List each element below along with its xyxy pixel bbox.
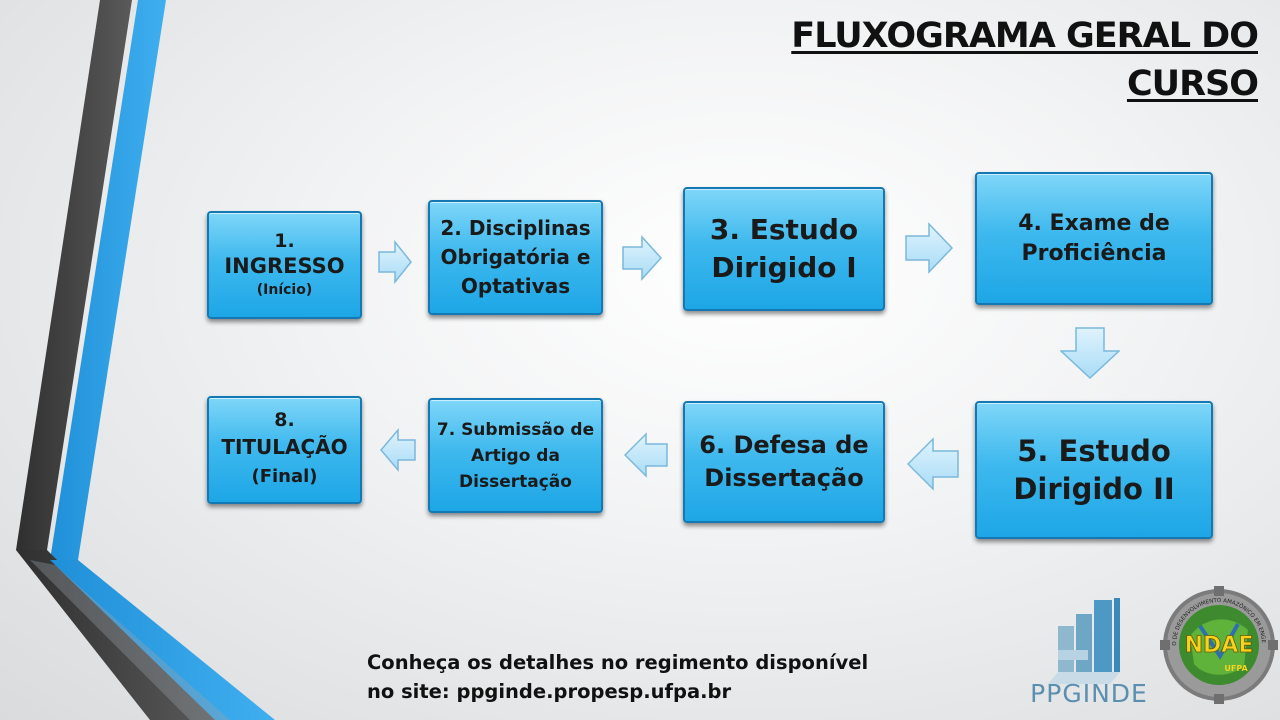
step-8-name: TITULAÇÃO (221, 435, 348, 459)
footer-note: Conheça os detalhes no regimento disponí… (367, 648, 927, 706)
footer-line-1: Conheça os detalhes no regimento disponí… (367, 651, 869, 674)
step-1-ingresso: 1. INGRESSO (Início) (207, 211, 362, 319)
arrow-right-icon (378, 240, 412, 284)
step-4-line-1: 4. Exame de (1018, 210, 1170, 236)
step-5-estudo-dirigido-ii: 5. Estudo Dirigido II (975, 401, 1213, 539)
ppginde-logo-text: PPGINDE (1030, 679, 1148, 706)
step-7-submissao-artigo: 7. Submissão de Artigo da Dissertação (428, 398, 603, 513)
stripe-dark-diagonal (16, 550, 218, 720)
ufpa-text: UFPA (1224, 664, 1248, 673)
step-8-note: (Final) (251, 466, 318, 487)
arrow-down-icon (1060, 327, 1120, 379)
title-line-1: FLUXOGRAMA GERAL DO (791, 16, 1259, 56)
stripe-dark-vertical (16, 0, 132, 550)
footer-line-2: no site: ppginde.propesp.ufpa.br (367, 680, 732, 703)
step-2-line-3: Optativas (460, 274, 571, 298)
step-7-line-1: 7. Submissão de (436, 419, 595, 440)
step-3-estudo-dirigido-i: 3. Estudo Dirigido I (683, 187, 885, 311)
step-6-defesa-dissertacao: 6. Defesa de Dissertação (683, 401, 885, 523)
arrow-left-icon (624, 432, 668, 478)
step-1-number: 1. (274, 230, 295, 252)
step-1-note: (Início) (256, 282, 313, 298)
step-1-name: INGRESSO (224, 254, 345, 278)
step-2-line-1: 2. Disciplinas (440, 216, 591, 240)
step-5-line-2: Dirigido II (1013, 472, 1175, 506)
arrow-left-icon (907, 437, 959, 491)
step-2-disciplinas: 2. Disciplinas Obrigatória e Optativas (428, 200, 603, 315)
title-line-2: CURSO (1126, 64, 1259, 104)
step-2-line-2: Obrigatória e (440, 245, 591, 269)
step-7-line-2: Artigo da (471, 445, 560, 466)
arrow-right-icon (905, 222, 953, 274)
arrow-left-icon (380, 428, 416, 472)
page-title: FLUXOGRAMA GERAL DO CURSO (738, 12, 1259, 108)
ppginde-logo: PPGINDE (1030, 598, 1148, 706)
step-3-line-2: Dirigido I (711, 251, 857, 284)
step-7-line-3: Dissertação (459, 471, 572, 492)
step-8-number: 8. (274, 409, 295, 431)
arrow-right-icon (622, 235, 662, 281)
step-5-line-1: 5. Estudo (1017, 434, 1171, 468)
step-8-titulacao: 8. TITULAÇÃO (Final) (207, 396, 362, 504)
ndae-logo: NDAE UFPA NÚCLEO DE DESENVOLVIMENTO AMAZ… (1160, 586, 1278, 704)
step-4-exame-proficiencia: 4. Exame de Proficiência (975, 172, 1213, 305)
stripe-blue-vertical (50, 0, 166, 560)
step-3-line-1: 3. Estudo (709, 213, 859, 246)
stripe-blue-diagonal (50, 560, 275, 720)
stripe-light-diagonal (30, 560, 230, 720)
step-6-line-2: Dissertação (704, 464, 864, 492)
step-6-line-1: 6. Defesa de (699, 431, 869, 459)
ndae-logo-text: NDAE (1185, 633, 1254, 658)
step-4-line-2: Proficiência (1021, 240, 1167, 266)
